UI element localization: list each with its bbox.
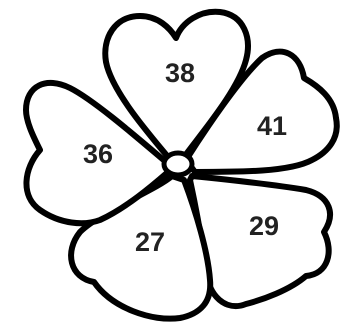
petal-lower-right-number: 29: [249, 211, 279, 241]
petal-upper-right-number: 41: [257, 111, 287, 141]
flower-center: [164, 153, 192, 175]
petal-upper-left-number: 36: [83, 139, 113, 169]
petal-top-number: 38: [165, 58, 195, 88]
petal-lower-left-number: 27: [135, 227, 165, 257]
